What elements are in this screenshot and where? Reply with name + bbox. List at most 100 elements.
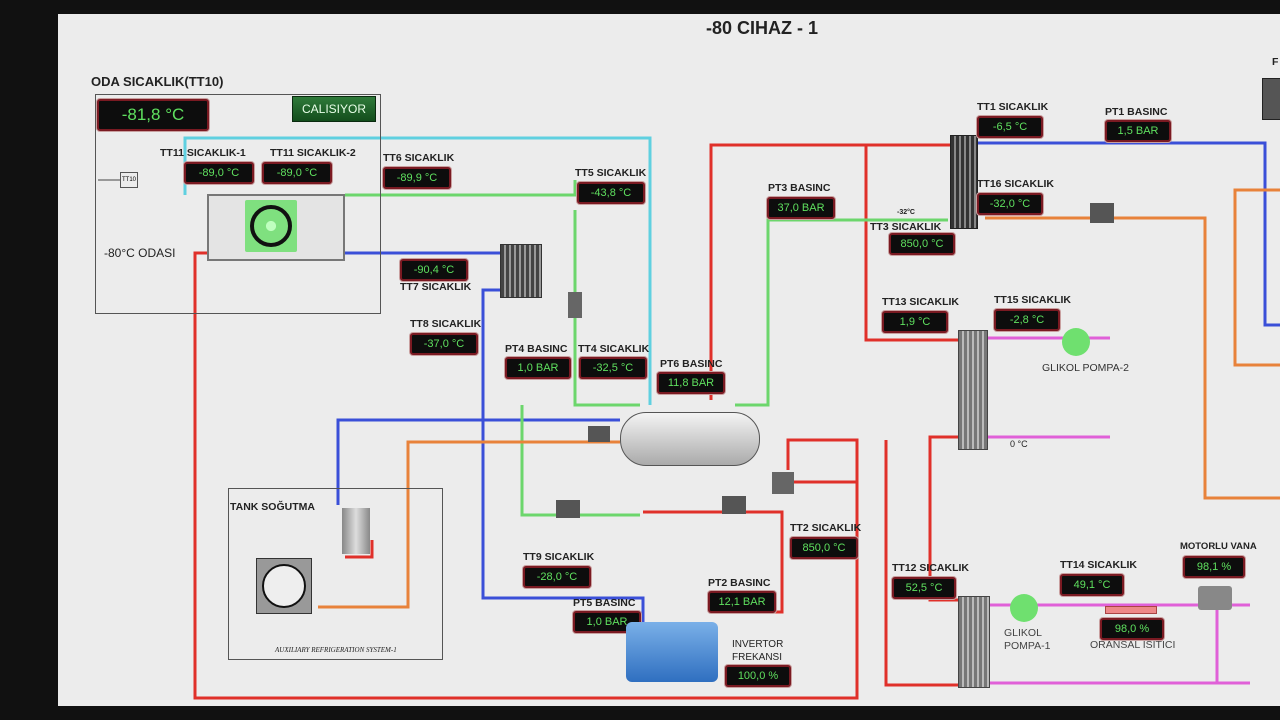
tt9-display: -28,0 °C: [523, 566, 591, 588]
tt3-label: TT3 SICAKLIK: [870, 221, 942, 233]
tt7-display: -90,4 °C: [400, 259, 468, 281]
tt2-display: 850,0 °C: [790, 537, 858, 559]
pipe-hot-tt12b: [928, 435, 958, 602]
evaporator: [207, 194, 345, 261]
evaporator-fan-icon: [245, 200, 297, 252]
tt11-1-display: -89,0 °C: [184, 162, 254, 184]
tt9-label: TT9 SICAKLIK: [523, 551, 595, 563]
compressor: [626, 622, 718, 682]
room-name: -80°C ODASI: [104, 246, 176, 260]
tt8-display: -37,0 °C: [410, 333, 478, 355]
glycol-pump-1-label-1: GLIKOL: [1004, 627, 1042, 639]
glycol-pump-2-label: GLIKOL POMPA-2: [1042, 362, 1129, 374]
tt7-label: TT7 SICAKLIK: [400, 281, 472, 293]
tt1-display: -6,5 °C: [977, 116, 1043, 138]
tt12-label: TT12 SICAKLIK: [892, 562, 970, 574]
tt6-display: -89,9 °C: [383, 167, 451, 189]
tt5-display: -43,8 °C: [577, 182, 645, 204]
pipe-hot-tt12: [884, 440, 958, 687]
valve-icon-1[interactable]: [556, 500, 580, 518]
pt5-display: 1,0 BAR: [573, 611, 641, 633]
tt14-display: 49,1 °C: [1060, 574, 1124, 596]
pt2-display: 12,1 BAR: [708, 591, 776, 613]
expansion-valve-icon[interactable]: [568, 292, 582, 318]
inverter-display: 100,0 %: [725, 665, 791, 687]
pipe-hot-branch: [864, 145, 958, 342]
pt2-label: PT2 BASINC: [708, 577, 771, 589]
tt11-2-label: TT11 SICAKLIK-2: [270, 147, 356, 159]
pipe-orange-tank: [318, 440, 620, 609]
tt16-label: TT16 SICAKLIK: [977, 178, 1055, 190]
pt3-display: 37,0 BAR: [767, 197, 835, 219]
heater-label: ORANSAL ISITICI: [1090, 639, 1176, 651]
tt15-display: -2,8 °C: [994, 309, 1060, 331]
aux-pump-icon: [342, 508, 370, 554]
tt5-label: TT5 SICAKLIK: [575, 167, 647, 179]
motor-valve-label: MOTORLU VANA: [1180, 541, 1257, 552]
tt10-sensor-icon: TT10: [120, 172, 138, 188]
pipe-green-tt4: [573, 210, 640, 407]
pt1-display: 1,5 BAR: [1105, 120, 1171, 142]
heat-exchanger-2: [950, 135, 978, 229]
heat-exchanger-4: [958, 596, 990, 688]
pipe-cold-tank: [336, 418, 620, 505]
tt14-label: TT14 SICAKLIK: [1060, 559, 1138, 571]
pt5-label: PT5 BASINC: [573, 597, 636, 609]
room-box: [95, 94, 381, 314]
solenoid-valve-icon[interactable]: [588, 426, 610, 442]
fan-icon: [1262, 78, 1280, 120]
heater-display: 98,0 %: [1100, 618, 1164, 640]
tt16-display: -32,0 °C: [977, 193, 1043, 215]
tt12-display: 52,5 °C: [892, 577, 956, 599]
tt13-label: TT13 SICAKLIK: [882, 296, 960, 308]
tt4-label: TT4 SICAKLIK: [578, 343, 650, 355]
valve-icon-3[interactable]: [772, 472, 794, 494]
tt2-label: TT2 SICAKLIK: [790, 522, 862, 534]
status-button[interactable]: CALISIYOR: [292, 96, 376, 122]
tt13-display: 1,9 °C: [882, 311, 948, 333]
tank-cooling-box: [228, 488, 443, 660]
heat-exchanger-3: [958, 330, 988, 450]
pt6-label: PT6 BASINC: [660, 358, 723, 370]
pipe-green-pt3: [735, 218, 948, 407]
pt3-label: PT3 BASINC: [768, 182, 831, 194]
tt8-label: TT8 SICAKLIK: [410, 318, 482, 330]
valve-icon-2[interactable]: [722, 496, 746, 514]
inverter-label-1: INVERTOR: [732, 639, 784, 650]
glycol-pump-1-icon[interactable]: [1010, 594, 1038, 622]
pipe-hot-condenser: [709, 143, 950, 400]
tt1-label: TT1 SICAKLIK: [977, 101, 1049, 113]
glycol-pump-1-label-2: POMPA-1: [1004, 640, 1051, 652]
zero-temp-label: 0 °C: [1010, 439, 1028, 449]
pipe-hot-tank: [345, 540, 374, 559]
tt6-label: TT6 SICAKLIK: [383, 152, 455, 164]
tt3-display: 850,0 °C: [889, 233, 955, 255]
pt6-display: 11,8 BAR: [657, 372, 725, 394]
pipe-orange-right: [1233, 188, 1280, 367]
tank-cooling-label: TANK SOĞUTMA: [230, 501, 315, 513]
tt15-label: TT15 SICAKLIK: [994, 294, 1072, 306]
flow-valve-icon[interactable]: [1090, 203, 1114, 223]
proportional-heater-icon: [1105, 606, 1157, 614]
aux-condenser-fan-icon: [256, 558, 312, 614]
receiver-tank: [620, 412, 760, 466]
motor-valve-display: 98,1 %: [1183, 556, 1245, 578]
corner-letter: F: [1272, 56, 1279, 68]
pt1-label: PT1 BASINC: [1105, 106, 1168, 118]
pipe-cold-tt1: [975, 141, 1280, 327]
tt4-display: -32,5 °C: [579, 357, 647, 379]
heat-exchanger-1: [500, 244, 542, 298]
pipe-cold-suction: [481, 288, 645, 625]
motor-valve-icon[interactable]: [1198, 586, 1232, 610]
glycol-pump-2-icon[interactable]: [1062, 328, 1090, 356]
room-temp-label: ODA SICAKLIK(TT10): [91, 74, 224, 89]
pipe-hot-return: [193, 251, 859, 700]
pipe-green-tt6: [345, 180, 577, 197]
pt4-label: PT4 BASINC: [505, 343, 568, 355]
tt3-note: -32°C: [897, 209, 915, 216]
room-temp-display: -81,8 °C: [97, 99, 209, 131]
tt11-2-display: -89,0 °C: [262, 162, 332, 184]
page-title: -80 CIHAZ - 1: [706, 18, 819, 38]
pt4-display: 1,0 BAR: [505, 357, 571, 379]
